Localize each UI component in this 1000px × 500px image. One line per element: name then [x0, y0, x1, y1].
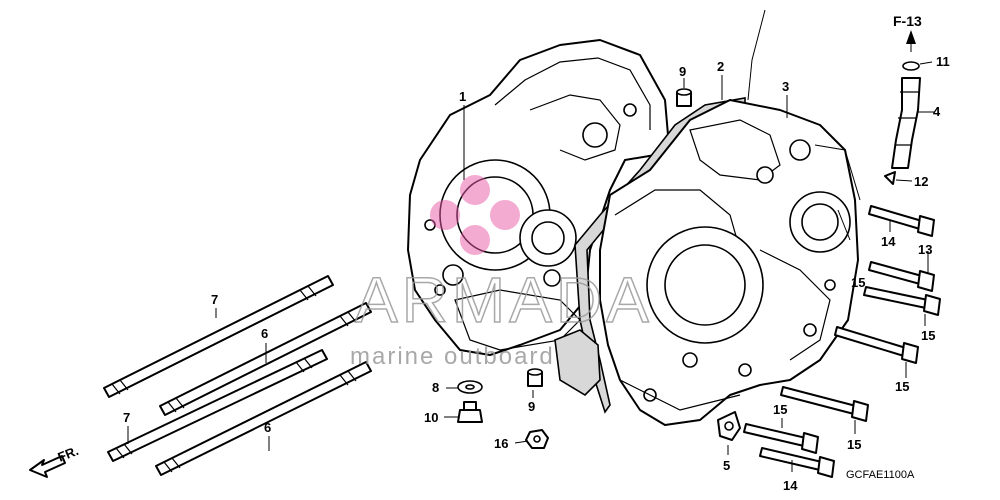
bolt-13	[868, 261, 935, 292]
bolt-15b	[834, 326, 919, 364]
callout-16: 16	[494, 436, 508, 451]
reference-f13: F-13	[893, 13, 922, 29]
callout-15-b: 15	[895, 379, 909, 394]
washer-8	[457, 380, 483, 394]
watermark-subtitle: marine outboard	[350, 343, 555, 370]
callouts: 1 2 3 4 5 6 6 7 7 8 9 9 10 11 12 13 14 1…	[123, 54, 950, 493]
callout-14-upper: 14	[881, 234, 896, 249]
callout-3: 3	[782, 79, 789, 94]
watermark-brand: ARMADA	[355, 264, 653, 336]
clip-12	[884, 171, 896, 185]
clip-11	[902, 61, 920, 71]
callout-9-lower: 9	[528, 399, 535, 414]
bolt-15c	[780, 386, 869, 422]
callout-9-upper: 9	[679, 64, 686, 79]
callout-2: 2	[717, 59, 724, 74]
stud-7-lower	[107, 349, 328, 462]
right-crankcase	[599, 99, 859, 426]
callout-8: 8	[432, 380, 439, 395]
bolt-15d	[743, 423, 819, 454]
front-arrow: FR.	[29, 443, 81, 478]
stud-7-upper	[103, 275, 334, 398]
callout-15-e: 15	[851, 275, 865, 290]
bolt-14-lower	[759, 447, 835, 478]
breather-tube	[891, 77, 921, 169]
leader-lines	[127, 9, 935, 472]
callout-12: 12	[914, 174, 928, 189]
diagram-code: GCFAE1100A	[846, 469, 915, 481]
stud-bolts	[103, 275, 372, 476]
f13-arrow	[906, 30, 916, 52]
callout-14-lower: 14	[783, 478, 798, 493]
dowel-9-upper	[676, 88, 692, 107]
callout-6-lower: 6	[264, 420, 271, 435]
clip-5	[717, 411, 741, 441]
callout-15-d: 15	[847, 437, 861, 452]
dowel-9-lower	[527, 368, 543, 387]
callout-1: 1	[459, 89, 466, 104]
nut-16	[525, 429, 549, 449]
front-label: FR.	[56, 443, 81, 465]
stud-6-lower	[155, 361, 372, 476]
callout-10: 10	[424, 410, 438, 425]
drain-bolt-10	[457, 401, 483, 423]
callout-15-c: 15	[773, 402, 787, 417]
callout-6-upper: 6	[261, 326, 268, 341]
watermark: ARMADA marine outboard	[350, 175, 653, 370]
callout-7-upper: 7	[211, 292, 218, 307]
bolt-14-upper	[868, 205, 935, 237]
callout-4: 4	[933, 104, 941, 119]
bolt-15a	[863, 286, 941, 316]
watermark-logo	[430, 175, 520, 255]
callout-13: 13	[918, 242, 932, 257]
callout-5: 5	[723, 458, 730, 473]
callout-15-a: 15	[921, 328, 935, 343]
callout-11: 11	[936, 54, 950, 69]
callout-7-lower: 7	[123, 410, 130, 425]
